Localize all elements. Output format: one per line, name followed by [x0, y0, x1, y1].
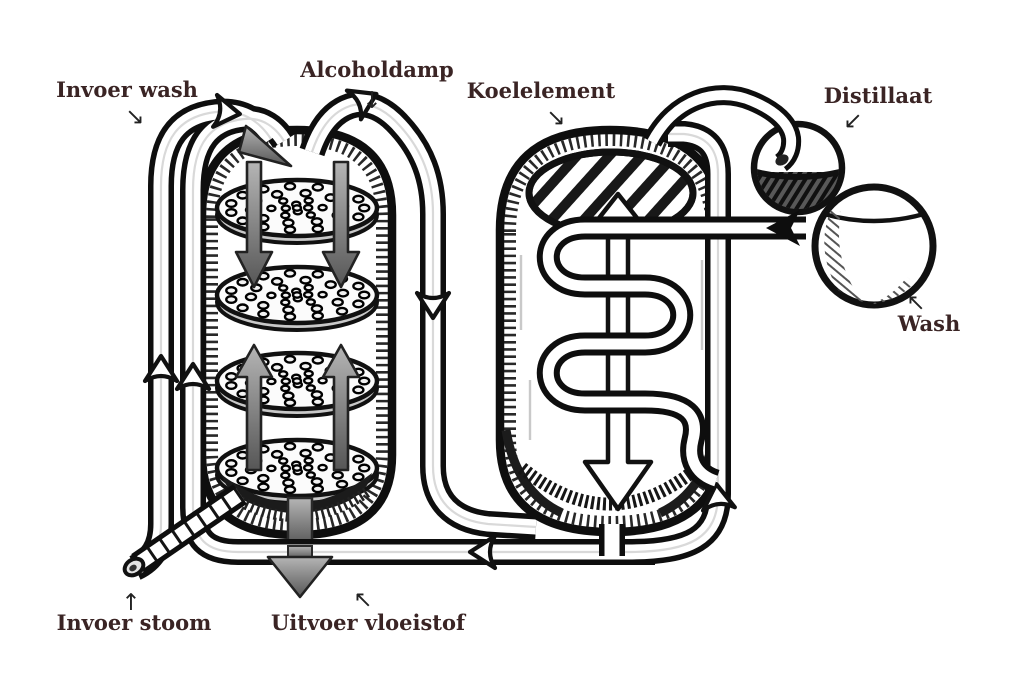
steam-inlet-pipe [122, 494, 240, 578]
invoer-wash-arrow-icon: ↘ [125, 104, 144, 130]
distillate-flask [750, 120, 846, 216]
column-internal-flow-arrows [234, 160, 361, 472]
distillate-pipe [652, 95, 791, 168]
wash-arrow-icon: ↖ [906, 290, 925, 316]
column-plate-2 [217, 267, 377, 330]
label-koelelement: Koelelement [467, 78, 616, 103]
sphere-shading [868, 277, 914, 305]
wash-entry-arrow-icon [237, 124, 293, 168]
uitvoer-vloeistof-arrow-icon: ↖ [353, 587, 372, 613]
column-plate-1 [217, 180, 377, 243]
sphere-shading [824, 207, 863, 302]
wash-feed-arrowhead-icon [766, 210, 800, 246]
alcoholdamp-arrow-icon: ↓ [362, 88, 381, 114]
liquid-down-arrow-icon [234, 160, 274, 289]
label-alcoholdamp: Alcoholdamp [299, 57, 454, 82]
label-uitvoer-vloeistof: Uitvoer vloeistof [271, 610, 467, 635]
label-invoer-stoom: Invoer stoom [57, 610, 212, 635]
column-plate-3 [217, 353, 377, 416]
plate-perforations [225, 441, 371, 495]
wash-sphere [811, 183, 937, 309]
labels: Invoer wash ↘ Alcoholdamp ↓ Koelelement … [56, 57, 960, 635]
liquid-outlet-stub [286, 496, 314, 548]
liquid-down-arrow-icon [321, 160, 361, 289]
plate-perforations [225, 268, 371, 322]
condenser-rim-hatch [504, 133, 718, 529]
liquid-output-arrow [266, 545, 334, 599]
column-plate-4 [217, 440, 377, 503]
pipe-opening [775, 154, 789, 166]
condenser-coil [548, 210, 806, 481]
wash-feed-pipes [135, 95, 655, 568]
label-distillaat: Distillaat [824, 83, 933, 108]
vapor-up-arrow-icon [321, 343, 361, 472]
condenser-lid [525, 148, 697, 238]
invoer-stoom-arrow-icon: ↑ [121, 590, 140, 616]
distillaat-arrow-icon: ↙ [843, 108, 862, 134]
label-invoer-wash: Invoer wash [56, 77, 198, 102]
label-wash: Wash [897, 311, 960, 336]
koelelement-arrow-icon: ↘ [546, 105, 565, 131]
vapor-up-arrow-icon [234, 343, 274, 472]
